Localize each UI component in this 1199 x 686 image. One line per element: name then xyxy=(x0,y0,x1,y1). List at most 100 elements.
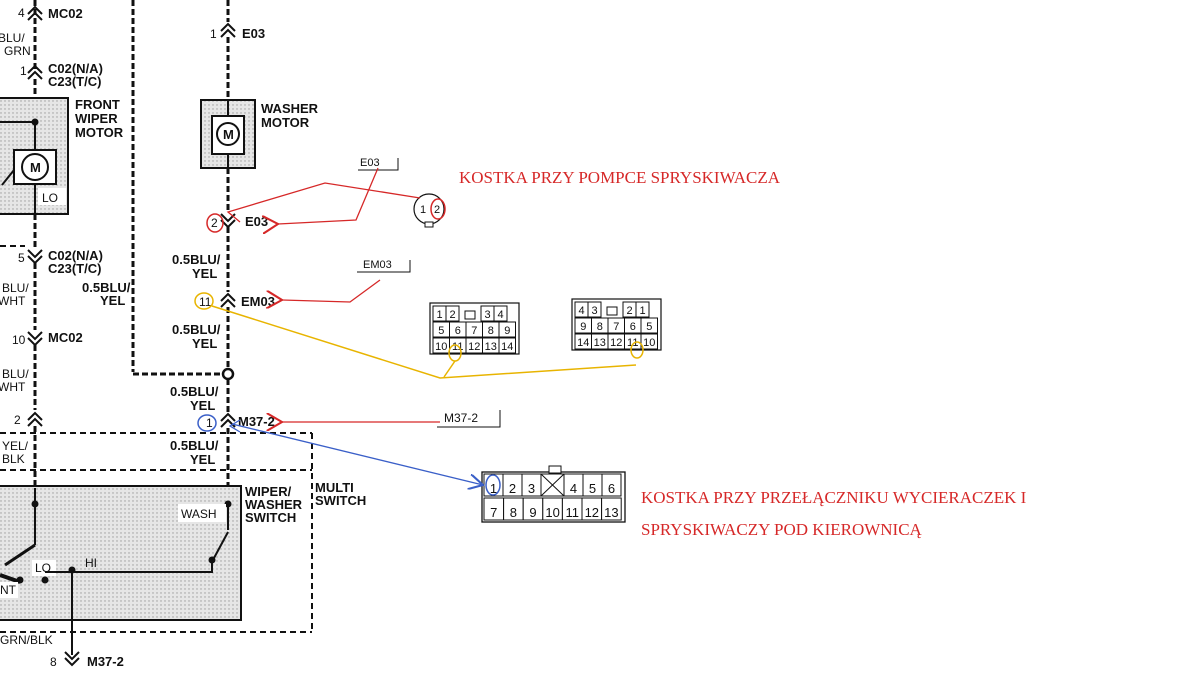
em03a-pin-9: 9 xyxy=(504,325,510,337)
annotation-pump: KOSTKA PRZY POMPCE SPRYSKIWACZA xyxy=(459,168,781,187)
em03a-pin-7: 7 xyxy=(471,325,477,337)
em03a-pin-13: 13 xyxy=(485,341,497,353)
m37-pin-12: 12 xyxy=(585,505,599,520)
m37-label: M37-2 xyxy=(238,414,275,429)
m37-pin-1: 1 xyxy=(490,481,497,496)
em03a-pin-14-cell xyxy=(498,337,516,354)
m37-pin-13-cell xyxy=(601,497,622,521)
m37-bot-pin: 8 xyxy=(50,655,57,669)
wire3-a: 0.5BLU/ xyxy=(170,384,219,399)
em03-pin: 11 xyxy=(199,295,212,309)
wire-05blu-yel-a: 0.5BLU/ xyxy=(82,280,131,295)
washer-motor-m: M xyxy=(223,127,234,142)
em03a-pin-12: 12 xyxy=(468,341,480,353)
switch-nt: NT xyxy=(0,583,17,597)
c02-bot-b: C23(T/C) xyxy=(48,261,101,276)
m37-pin-11: 11 xyxy=(565,505,579,520)
em03a-pin-8: 8 xyxy=(488,325,494,337)
e03-conn-pin1: 1 xyxy=(420,204,426,216)
wire-blu-grn-a: BLU/ xyxy=(0,31,25,45)
front-wiper-m: M xyxy=(30,160,41,175)
c02-top-b: C23(T/C) xyxy=(48,74,101,89)
wire1-a: 0.5BLU/ xyxy=(172,252,221,267)
em03b-key xyxy=(606,306,618,316)
em03b-pin-6: 6 xyxy=(630,321,636,333)
e03-top-label: E03 xyxy=(242,26,265,41)
em03b-pin-2: 2 xyxy=(626,305,632,317)
wire-blu-wht2-a: BLU/ xyxy=(2,367,29,381)
em03b-pin-3-cell xyxy=(587,301,602,318)
wire-yel-blk-b: BLK xyxy=(2,452,25,466)
c02-top-pin: 1 xyxy=(20,64,27,78)
em03b-pin-13: 13 xyxy=(594,337,606,349)
mc02-bot-pin: 10 xyxy=(12,333,26,347)
yellow-annotation xyxy=(194,292,644,379)
em03b-pin-11: 11 xyxy=(627,337,638,349)
blue-annotation: KOSTKA PRZY PRZEŁĄCZNIKU WYCIERACZEK I S… xyxy=(197,414,1027,539)
em03b-pin-1-cell xyxy=(635,301,650,318)
wire4-a: 0.5BLU/ xyxy=(170,438,219,453)
m37-pin-9: 9 xyxy=(529,505,536,520)
m37-pin-13: 13 xyxy=(604,505,618,520)
wire-grn-blk: GRN/BLK xyxy=(0,633,53,647)
m37-pin-5: 5 xyxy=(589,481,596,496)
em03a-pin-6: 6 xyxy=(455,325,461,337)
m37-conn-label: M37-2 xyxy=(444,411,478,425)
em03a-pin-9-cell xyxy=(498,321,516,338)
em03a-pin-4: 4 xyxy=(497,309,503,321)
m37-pin-4: 4 xyxy=(570,481,577,496)
em03a-pin-3: 3 xyxy=(484,309,490,321)
em03b-pin-12: 12 xyxy=(610,337,622,349)
c02-bot-a: C02(N/A) xyxy=(48,248,103,263)
switch-label-l3: SWITCH xyxy=(245,510,296,525)
e03-conn-label: E03 xyxy=(360,157,380,169)
em03b-pin-4: 4 xyxy=(578,305,584,317)
em03b-pin-10: 10 xyxy=(643,337,655,349)
wire-blu-wht-b: WHT xyxy=(0,294,26,308)
e03-top-pin: 1 xyxy=(210,27,217,41)
front-wiper-lo: LO xyxy=(42,191,58,205)
e03-pin2-label: E03 xyxy=(245,214,268,229)
em03b-outline xyxy=(571,298,662,351)
front-wiper-l1: FRONT xyxy=(75,97,120,112)
em03b-pin-14: 14 xyxy=(577,337,589,349)
em03b-pin-7: 7 xyxy=(613,321,619,333)
e03-conn-pin2: 2 xyxy=(434,204,440,216)
wire3-b: YEL xyxy=(190,398,215,413)
washer-circuit: 1 E03 M WASHER MOTOR 2 E03 0.5BLU/ YEL 1… xyxy=(170,0,319,486)
m37-pin-2: 2 xyxy=(509,481,516,496)
m37-pin-7: 7 xyxy=(490,505,497,520)
switch-label-l2: WASHER xyxy=(245,497,303,512)
m37-pin-6-cell xyxy=(601,473,622,497)
wire-blu-grn-b: GRN xyxy=(4,44,31,58)
wire4-b: YEL xyxy=(190,452,215,467)
multi-label-2: SWITCH xyxy=(315,493,366,508)
em03-conn-label: EM03 xyxy=(363,259,392,271)
washer-motor-l2: MOTOR xyxy=(261,115,310,130)
em03a-pin-10: 10 xyxy=(435,341,447,353)
em03a-pin-5: 5 xyxy=(438,325,444,337)
m37-bot-label: M37-2 xyxy=(87,654,124,669)
em03b-pin-1: 1 xyxy=(639,305,645,317)
em03a-pin-11: 11 xyxy=(452,341,463,353)
em03b-pin-3: 3 xyxy=(591,305,597,317)
m37-blank-x2 xyxy=(540,473,565,497)
switch-hi: HI xyxy=(85,556,97,570)
left-section: 4 MC02 BLU/ GRN 1 C02(N/A) C23(T/C) M LO… xyxy=(0,0,312,488)
e03-connector: E03 1 2 xyxy=(358,157,445,228)
multi-switch: LO HI NT WASH WIPER/ WASHER SWITCH MULTI… xyxy=(0,433,366,669)
c02-top-a: C02(N/A) xyxy=(48,61,103,76)
em03b-pin-9: 9 xyxy=(580,321,586,333)
wire2-a: 0.5BLU/ xyxy=(172,322,221,337)
em03a-pin-2-cell xyxy=(445,305,460,322)
multi-label-1: MULTI xyxy=(315,480,354,495)
m37-pin-6: 6 xyxy=(608,481,615,496)
switch-wash: WASH xyxy=(181,507,217,521)
em03a-pin-2: 2 xyxy=(449,309,455,321)
m37-key xyxy=(548,465,562,474)
em03a-pin-4-cell xyxy=(493,305,508,322)
wire-yel-blk-a: YEL/ xyxy=(2,439,29,453)
wire2-b: YEL xyxy=(192,336,217,351)
